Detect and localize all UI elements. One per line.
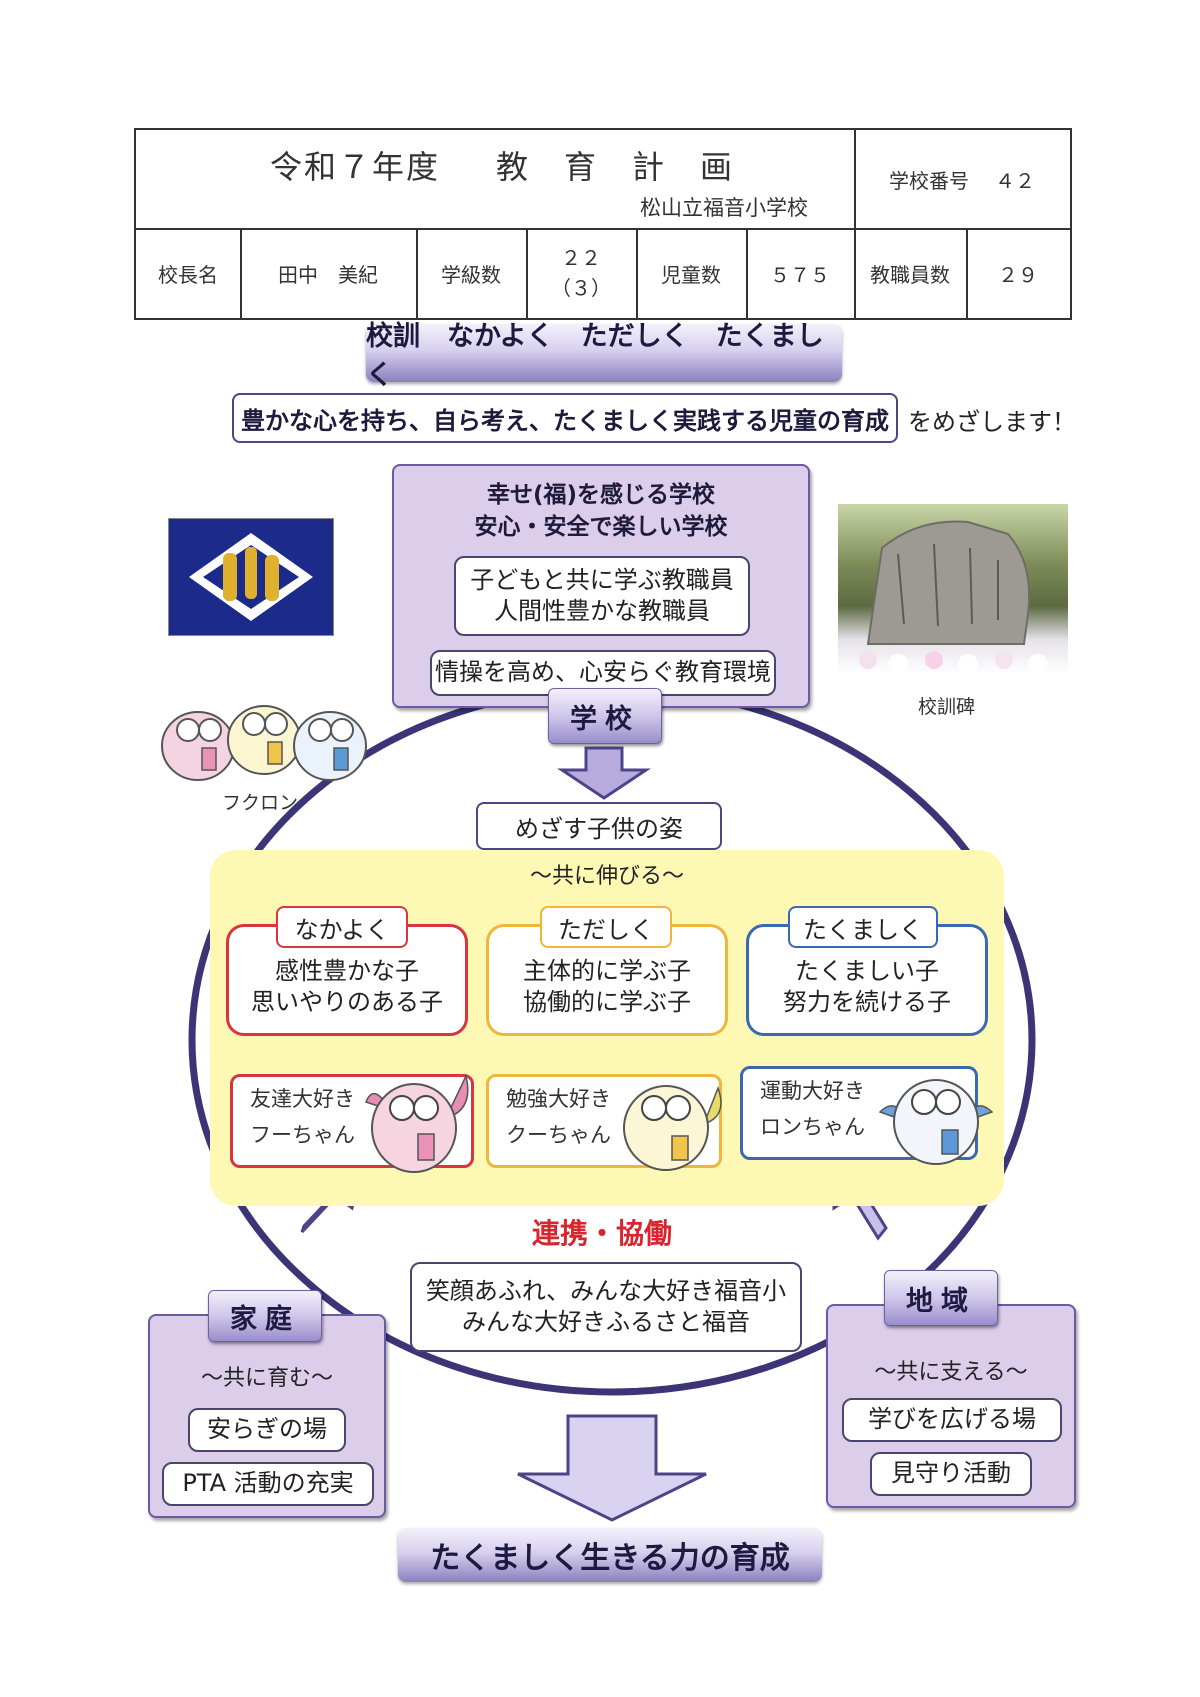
trait-line1: 感性豊かな子 [275, 956, 419, 985]
pink-owl-icon [365, 1073, 469, 1173]
staff-line2: 人間性豊かな教職員 [494, 597, 710, 625]
school-box: 幸せ(福)を感じる学校 安心・安全で楽しい学校 子どもと共に学ぶ教職員 人間性豊… [392, 464, 810, 708]
trait-tag-tadashiku: ただしく [540, 906, 672, 948]
character-text-ku: 勉強大好き クーちゃん [506, 1082, 611, 1153]
grow-together: ～共に伸びる～ [529, 864, 684, 889]
motto-stone-photo [838, 504, 1068, 674]
community-item2: 見守り活動 [870, 1452, 1032, 1496]
header-table: 令和７年度 教 育 計 画 松山立福音小学校 学校番号 ４２ 校長名 田中 美紀… [134, 128, 1072, 320]
center-line2: みんな大好きふるさと福音 [462, 1308, 750, 1336]
principal-label: 校長名 [136, 228, 242, 318]
students-value: ５７５ [746, 228, 856, 318]
character-line2: フーちゃん [250, 1122, 355, 1147]
center-message-box: 笑顔あふれ、みんな大好き福音小 みんな大好きふるさと福音 [410, 1262, 802, 1352]
trait-line1: 主体的に学ぶ子 [523, 956, 691, 985]
cooperation-label: 連携・協働 [532, 1217, 673, 1250]
character-line2: クーちゃん [506, 1122, 611, 1147]
character-line1: 友達大好き [250, 1087, 355, 1111]
staff-value: ２９ [998, 262, 1038, 287]
final-banner: たくましく生きる力の育成 [398, 1528, 822, 1582]
home-box: ～共に育む～ 安らぎの場 PTA 活動の充実 [148, 1314, 386, 1518]
pink-owl-icon [161, 711, 235, 781]
school-flag [168, 518, 334, 636]
mascot-caption: フクロン [222, 792, 299, 814]
aim-title-box: めざす子供の姿 [476, 802, 722, 850]
year-label: 令和７年度 [270, 148, 441, 186]
school-no-cell: 学校番号 ４２ [854, 130, 1070, 230]
home-tag: 家庭 [208, 1290, 322, 1342]
final-down-arrow [517, 1414, 707, 1522]
trait-line2: 努力を続ける子 [783, 988, 951, 1016]
community-item1: 学びを広げる場 [842, 1398, 1062, 1442]
school-line1: 幸せ(福)を感じる学校 [486, 482, 716, 508]
classes-label: 学級数 [416, 228, 528, 318]
school-no-label: 学校番号 [889, 168, 969, 193]
classes-sub: （３） [551, 276, 611, 300]
school-description: 幸せ(福)を感じる学校 安心・安全で楽しい学校 [394, 480, 808, 543]
school-emblem-icon [189, 533, 313, 621]
blue-owl-icon [878, 1079, 994, 1165]
center-line1: 笑顔あふれ、みんな大好き福音小 [425, 1276, 787, 1305]
character-line1: 運動大好き [760, 1079, 865, 1103]
school-no-value: ４２ [995, 168, 1035, 193]
character-text-fu: 友達大好き フーちゃん [250, 1082, 355, 1153]
goal-suffix: をめざします！ [908, 408, 1076, 436]
school-line2: 安心・安全で楽しい学校 [474, 513, 728, 540]
home-subtitle: ～共に育む～ [200, 1366, 333, 1391]
stone-monument-icon [859, 520, 1048, 674]
school-down-arrow [557, 746, 651, 800]
character-text-ron: 運動大好き ロンちゃん [760, 1074, 865, 1145]
home-item2: PTA 活動の充実 [162, 1462, 374, 1506]
staff-line1: 子どもと共に学ぶ教職員 [470, 565, 734, 594]
trait-line2: 思いやりのある子 [251, 988, 443, 1016]
staff-box: 子どもと共に学ぶ教職員 人間性豊かな教職員 [454, 556, 750, 636]
character-line2: ロンちゃん [760, 1114, 865, 1139]
blue-owl-icon [293, 711, 367, 781]
classes-value-cell: ２２ （３） [526, 228, 638, 318]
plan-title: 教 育 計 画 [496, 148, 735, 186]
community-tag: 地域 [884, 1270, 998, 1326]
home-item1: 安らぎの場 [188, 1408, 346, 1452]
staff-label: 教職員数 [854, 228, 968, 318]
character-line1: 勉強大好き [506, 1087, 611, 1111]
goal-box: 豊かな心を持ち、自ら考え、たくましく実践する児童の育成 [232, 393, 898, 443]
principal-value: 田中 美紀 [240, 228, 418, 318]
trait-line2: 協働的に学ぶ子 [523, 988, 691, 1016]
yellow-owl-icon [623, 1085, 722, 1171]
community-box: ～共に支える～ 学びを広げる場 見守り活動 [826, 1304, 1076, 1508]
title-cell [136, 130, 856, 230]
yellow-owl-icon [227, 705, 301, 775]
mascot-group-icon [161, 705, 367, 781]
school-tag: 学校 [548, 688, 662, 744]
trait-line1: たくましい子 [795, 956, 939, 985]
classes-value: ２２ [561, 246, 601, 270]
photo-caption: 校訓碑 [918, 696, 976, 718]
community-subtitle: ～共に支える～ [874, 1360, 1028, 1385]
students-label: 児童数 [636, 228, 748, 318]
motto-banner: 校訓 なかよく ただしく たくましく [366, 321, 842, 391]
trait-tag-nakayoku: なかよく [276, 906, 408, 948]
trait-tag-takumashiku: たくましく [788, 906, 938, 948]
school-name: 松山立福音小学校 [640, 196, 808, 220]
